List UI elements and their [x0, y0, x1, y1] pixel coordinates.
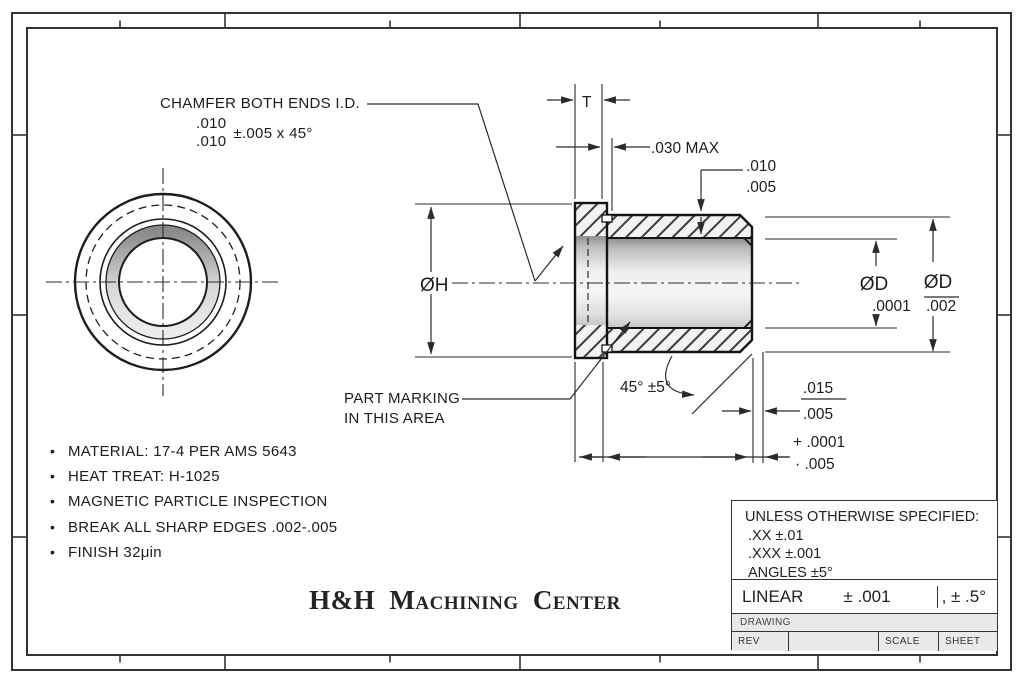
tolerance-xx: .XX ±.01 — [748, 527, 804, 544]
flange-bore-shading — [575, 236, 607, 325]
tolerance-header: UNLESS OTHERWISE SPECIFIED: — [745, 509, 980, 525]
note-break-edges: • BREAK ALL SHARP EDGES .002-.005 — [50, 519, 337, 536]
note-magnetic-particle: • MAGNETIC PARTICLE INSPECTION — [50, 493, 337, 510]
dimensions — [367, 84, 959, 463]
front-view — [46, 168, 280, 396]
section-view — [452, 201, 800, 360]
flange-hatch-bottom — [575, 325, 607, 358]
dim-label-len-minus: · .005 — [795, 456, 835, 473]
sheet-cell: SHEET — [938, 632, 997, 651]
chamfer-note: CHAMFER BOTH ENDS I.D. .010 .010 ±.005 x… — [160, 95, 360, 151]
dim-label-len-plus: + .0001 — [793, 434, 845, 451]
linear-tolerance-row: LINEAR ± .001 , ± .5° — [732, 579, 997, 613]
bullet-icon: • — [50, 443, 56, 459]
note-text: MATERIAL: 17-4 PER AMS 5643 — [68, 443, 297, 460]
dim-label-dia-D-bore: ØD — [860, 274, 889, 295]
tolerance-xxx: .XXX ±.001 — [748, 546, 822, 562]
chamfer-tolerance-stack: .010 .010 — [196, 115, 226, 151]
note-finish: • FINISH 32μin — [50, 544, 337, 561]
chamfer-tol-bottom: .010 — [196, 133, 227, 150]
note-text: MAGNETIC PARTICLE INSPECTION — [68, 493, 328, 510]
linear-tolerance: ± .001 — [843, 586, 891, 606]
dim-label-chamfer-015: .015 — [803, 380, 833, 397]
bullet-icon: • — [50, 468, 56, 484]
front-view-centerlines — [46, 168, 280, 396]
part-marking-note: PART MARKING IN THIS AREA — [344, 389, 460, 429]
general-notes: • MATERIAL: 17-4 PER AMS 5643 • HEAT TRE… — [50, 443, 337, 569]
dim-label-dia-H: ØH — [420, 275, 449, 296]
dim-label-angle: 45° ±5° — [620, 379, 671, 396]
title-block: UNLESS OTHERWISE SPECIFIED: .XX ±.01 .XX… — [731, 500, 998, 651]
dim-label-tol-0001: .0001 — [872, 298, 911, 315]
linear-label: LINEAR — [742, 586, 804, 606]
sheet-frame — [11, 12, 1012, 671]
note-text: FINISH 32μin — [68, 544, 162, 561]
chamfer-tol-top: .010 — [196, 115, 227, 132]
dim-label-tol-002: .002 — [926, 298, 956, 315]
tolerance-block: UNLESS OTHERWISE SPECIFIED: .XX ±.01 .XX… — [732, 501, 997, 581]
note-heat-treat: • HEAT TREAT: H-1025 — [50, 468, 337, 485]
dim-label-wall-005: .005 — [746, 179, 776, 196]
note-material: • MATERIAL: 17-4 PER AMS 5643 — [50, 443, 337, 460]
tolerance-angles: ANGLES ±5° — [748, 564, 833, 581]
bullet-icon: • — [50, 544, 56, 560]
part-marking-line1: PART MARKING — [344, 390, 461, 407]
scale-cell: SCALE — [878, 632, 938, 651]
rev-cell: REV — [738, 636, 760, 647]
rev-value-cell — [788, 632, 878, 651]
dim-label-T: T — [582, 94, 592, 111]
angular-tolerance: , ± .5° — [941, 586, 987, 606]
note-text: HEAT TREAT: H-1025 — [68, 468, 220, 485]
bullet-icon: • — [50, 493, 56, 509]
body-hatch-bottom — [607, 328, 752, 352]
dim-label-030-max: .030 MAX — [651, 140, 720, 157]
body-hatch-top — [607, 215, 752, 238]
dim-label-dia-D-od: ØD — [924, 272, 953, 293]
drawing-label-row: DRAWING — [732, 613, 997, 631]
bullet-icon: • — [50, 519, 56, 535]
company-title: H&H Machining Center — [309, 585, 621, 615]
title-block-bottom-row: REV SCALE SHEET — [732, 631, 997, 651]
zone-ticks — [12, 13, 1012, 670]
chamfer-note-line1: CHAMFER BOTH ENDS I.D. — [160, 95, 360, 112]
part-marking-line2: IN THIS AREA — [344, 410, 445, 427]
cell-divider — [936, 585, 938, 608]
dim-label-wall-010: .010 — [746, 158, 777, 175]
note-text: BREAK ALL SHARP EDGES .002-.005 — [68, 519, 338, 536]
chamfer-tol-suffix: ±.005 x 45° — [233, 124, 313, 142]
dim-label-chamfer-005: .005 — [803, 406, 833, 423]
